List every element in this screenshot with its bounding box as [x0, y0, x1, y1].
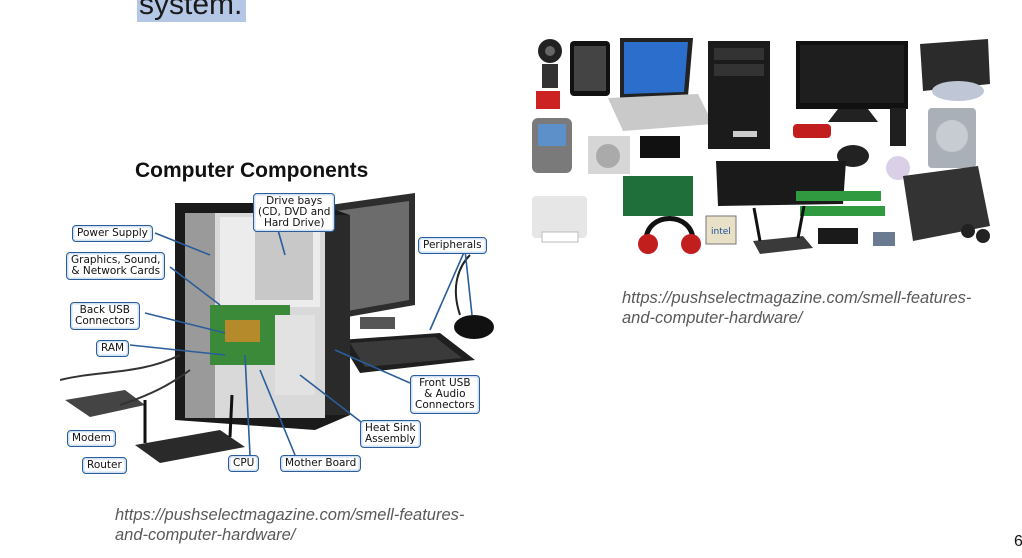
right-caption: https://pushselectmagazine.com/smell-fea… [622, 289, 972, 327]
label-heat-sink: Heat Sink Assembly [360, 420, 421, 448]
label-ram: RAM [96, 340, 130, 357]
label-router: Router [82, 457, 127, 474]
page-number: 6 [1014, 533, 1022, 550]
chip-label: intel [711, 227, 731, 237]
heading-fragment: system. [137, 0, 247, 22]
label-front-usb: Front USB & Audio Connectors [410, 375, 480, 414]
label-peripherals: Peripherals [418, 237, 487, 254]
label-drive-bays: Drive bays (CD, DVD and Hard Drive) [253, 193, 336, 232]
label-graphics-cards: Graphics, Sound, & Network Cards [66, 252, 166, 280]
computer-components-figure [59, 155, 505, 480]
label-cpu: CPU [228, 455, 260, 472]
label-mother-board: Mother Board [280, 455, 362, 472]
label-modem: Modem [67, 430, 116, 447]
hardware-illustration: intel [532, 38, 990, 254]
label-power-supply: Power Supply [72, 225, 153, 242]
hardware-collage: intel [528, 36, 990, 260]
label-back-usb: Back USB Connectors [70, 302, 140, 330]
left-caption: https://pushselectmagazine.com/smell-fea… [115, 506, 465, 544]
figure-title: Computer Components [135, 159, 369, 182]
computer-illustration [59, 193, 494, 463]
